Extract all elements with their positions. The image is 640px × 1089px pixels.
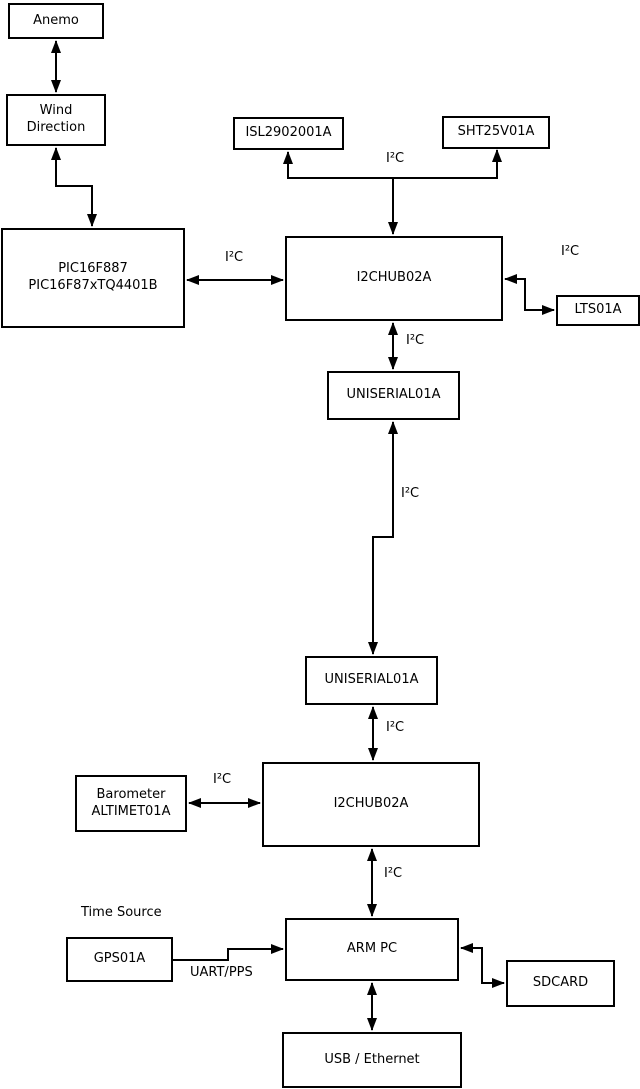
node-sht25v01a: SHT25V01A xyxy=(442,116,550,149)
edge-label-i2c-baro-hub2: I²C xyxy=(213,772,232,787)
node-barometer-altimet01a: Barometer ALTIMET01A xyxy=(75,775,187,832)
node-uniserial01a-lower: UNISERIAL01A xyxy=(305,656,438,705)
node-lts01a: LTS01A xyxy=(556,295,640,326)
node-usb-ethernet: USB / Ethernet xyxy=(282,1032,462,1088)
connector-winddirection-pic xyxy=(51,147,97,227)
connector-gps-armpc xyxy=(173,944,284,961)
edge-label-uart-pps: UART/PPS xyxy=(190,965,253,980)
node-i2chub02a-lower: I2CHUB02A xyxy=(262,762,480,847)
node-gps01a: GPS01A xyxy=(66,937,173,982)
node-i2chub02a-upper: I2CHUB02A xyxy=(285,236,503,321)
edge-label-time-source: Time Source xyxy=(81,905,162,920)
edge-label-i2c-pic-hub1: I²C xyxy=(225,250,244,265)
node-anemo: Anemo xyxy=(8,3,104,39)
edge-label-i2c-branch: I²C xyxy=(386,151,405,166)
edge-label-i2c-uni2-hub2: I²C xyxy=(386,720,405,735)
edge-label-i2c-lts: I²C xyxy=(561,244,580,259)
node-sdcard: SDCARD xyxy=(506,960,615,1007)
connector-hub1-lts xyxy=(504,274,555,315)
node-wind-direction: Wind Direction xyxy=(6,94,106,146)
edge-label-i2c-hub2-arm: I²C xyxy=(384,866,403,881)
edge-label-i2c-hub1-uni1: I²C xyxy=(406,333,425,348)
edge-label-i2c-long-line: I²C xyxy=(401,486,420,501)
node-isl2902001a: ISL2902001A xyxy=(233,117,344,150)
connector-armpc-sdcard xyxy=(460,943,505,988)
node-pic16f887: PIC16F887 PIC16F87xTQ4401B xyxy=(1,228,185,328)
node-arm-pc: ARM PC xyxy=(285,918,459,981)
connector-uniserial1-uniserial2 xyxy=(368,421,398,655)
node-uniserial01a-upper: UNISERIAL01A xyxy=(327,371,460,420)
